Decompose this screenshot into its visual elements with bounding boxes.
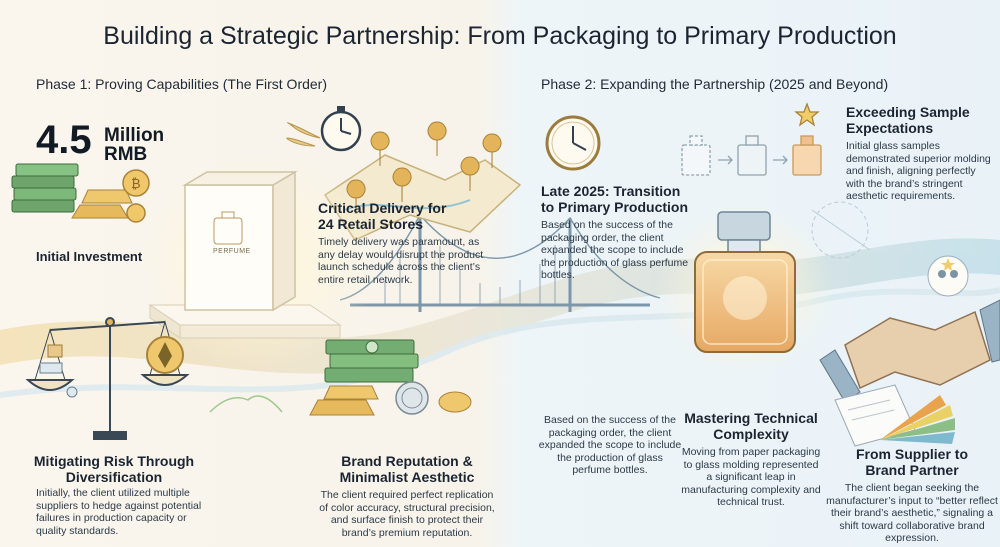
investment-unit-million: Million (104, 125, 165, 146)
risk-title-line1: Mitigating Risk Through (33, 453, 195, 469)
partner-body: The client began seeking the manufacture… (826, 482, 998, 544)
sample-bottles-icon (681, 102, 822, 176)
transition-block: Late 2025: Transition to Primary Product… (541, 183, 693, 282)
partner-block: From Supplier to Brand Partner The clien… (826, 446, 998, 545)
svg-text:₿: ₿ (131, 176, 141, 191)
investment-label: Initial Investment (36, 249, 143, 264)
balance-scale-icon (25, 317, 190, 440)
transition-body: Based on the success of the packaging or… (541, 219, 689, 281)
technical-body: Moving from paper packaging to glass mol… (681, 446, 821, 508)
samples-block: Exceeding Sample Expectations Initial gl… (846, 104, 992, 203)
page-title: Building a Strategic Partnership: From P… (103, 22, 897, 50)
stopwatch-icon (286, 106, 362, 152)
technical-title-line2: Complexity (713, 426, 789, 442)
samples-body: Initial glass samples demonstrated super… (846, 140, 991, 202)
partner-title-line2: Brand Partner (865, 462, 959, 478)
success-note: Based on the success of the packaging or… (538, 414, 682, 476)
investment-unit-rmb: RMB (104, 144, 148, 165)
delivery-title-line1: Critical Delivery for (318, 200, 447, 216)
technical-block: Mastering Technical Complexity Moving fr… (680, 410, 822, 509)
perfume-box-illustration (138, 150, 378, 370)
color-swatch-icon (834, 384, 955, 447)
samples-title-line2: Expectations (846, 120, 934, 136)
transition-title-line2: to Primary Production (541, 199, 689, 215)
perfume-box-label: PERFUME (213, 248, 251, 255)
bridge-illustration (339, 213, 661, 312)
risk-body: Initially, the client utilized multiple … (36, 487, 202, 537)
glass-bottle-illustration (655, 201, 871, 375)
handshake-icon (819, 255, 1000, 403)
phase-2-heading: Phase 2: Expanding the Partnership (2025… (541, 76, 889, 92)
phase-1-heading: Phase 1: Proving Capabilities (The First… (36, 76, 327, 92)
technical-title-line1: Mastering Technical (684, 410, 818, 426)
transition-title-line1: Late 2025: Transition (541, 183, 681, 199)
delivery-block: Critical Delivery for 24 Retail Stores T… (318, 200, 498, 286)
retail-map-icon (323, 121, 522, 241)
hill-decoration (209, 395, 283, 413)
brand-title-line2: Minimalist Aesthetic (339, 469, 475, 485)
clock-icon (545, 115, 601, 171)
partner-title-line1: From Supplier to (856, 446, 968, 462)
money-stack-icon: ₿ (11, 163, 150, 223)
delivery-title-line2: 24 Retail Stores (318, 216, 424, 232)
gold-and-cash-icon (309, 339, 472, 416)
samples-title-line1: Exceeding Sample (846, 104, 970, 120)
brand-body: The client required perfect replication … (319, 489, 495, 539)
investment-value: 4.5 (36, 118, 92, 162)
risk-title-line2: Diversification (65, 469, 163, 485)
risk-block: Mitigating Risk Through Diversification (26, 453, 202, 485)
delivery-body: Timely delivery was paramount, as any de… (318, 236, 484, 286)
brand-title-line1: Brand Reputation & (341, 453, 473, 469)
brand-block: Brand Reputation & Minimalist Aesthetic … (315, 453, 499, 539)
